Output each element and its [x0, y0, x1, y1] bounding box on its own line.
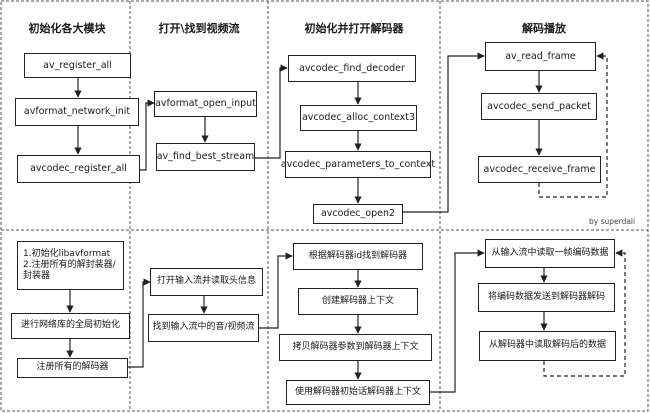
zh-box-network-init: 进行网络库的全局初始化	[11, 313, 130, 339]
api-box-avcodec-alloc-context3: avcodec_alloc_context3	[300, 105, 417, 131]
arrow-c3-to-c4	[403, 52, 485, 213]
column-title-open-stream: 打开\找到视频流	[158, 22, 240, 35]
zh-box-open-decoder: 使用解码器初始话解码器上下文	[286, 380, 430, 405]
api-box-avcodec-find-decoder: avcodec_find_decoder	[288, 55, 416, 82]
zh-box-open-input: 打开输入流并读取头信息	[150, 268, 263, 296]
api-box-avcodec-open2: avcodec_open2	[313, 204, 403, 224]
zh-box-find-stream: 找到输入流中的音/视频流	[148, 314, 259, 342]
arrow-c2b-to-c3b	[259, 252, 293, 329]
api-box-avcodec-register-all: avcodec_register_all	[17, 155, 140, 183]
api-box-av-register-all: av_register_all	[24, 53, 131, 78]
loop-arrow-bottom	[543, 249, 626, 377]
api-box-avcodec-parameters-to-context: avcodec_parameters_to_context	[281, 151, 435, 178]
zh-box-receive-frame: 从解码器中读取解码后的数据	[479, 331, 616, 361]
zh-box-send-packet: 将编码数据发送到解码器解码	[478, 283, 615, 312]
api-box-av-read-frame: av_read_frame	[485, 42, 596, 71]
column-title-init-modules: 初始化各大模块	[28, 22, 106, 35]
api-box-avformat-network-init: avformat_network_init	[15, 98, 139, 126]
zh-box-copy-params: 拷贝解码器参数到解码器上下文	[279, 334, 432, 361]
zh-box-find-decoder: 根据解码器id找到解码器	[293, 243, 423, 270]
zh-box-alloc-context: 创建解码器上下文	[298, 288, 418, 315]
arrow-c1b-to-c2b	[128, 278, 151, 368]
api-box-avcodec-send-packet: avcodec_send_packet	[481, 93, 597, 120]
author-credit: by superdali	[589, 217, 636, 226]
arrow-c2-to-c3	[255, 64, 288, 159]
api-box-avcodec-receive-frame: avcodec_receive_frame	[478, 156, 601, 183]
api-box-av-find-best-stream: av_find_best_stream	[156, 143, 255, 171]
arrow-c3b-to-c4b	[430, 249, 485, 393]
zh-box-register-decoders: 注册所有的解码器	[17, 358, 128, 378]
zh-box-read-frame: 从输入流中读取一帧编码数据	[485, 239, 615, 268]
column-title-init-decoder: 初始化并打开解码器	[304, 22, 404, 35]
zh-box-init-libavformat: 1.初始化libavformat 2.注册所有的解封装器/ 封装器	[17, 241, 124, 290]
api-box-avformat-open-input: avformat_open_input	[154, 91, 257, 117]
arrow-c1-to-c2	[140, 99, 155, 171]
column-title-decode-play: 解码播放	[522, 22, 566, 35]
loop-arrow-top	[538, 52, 608, 198]
